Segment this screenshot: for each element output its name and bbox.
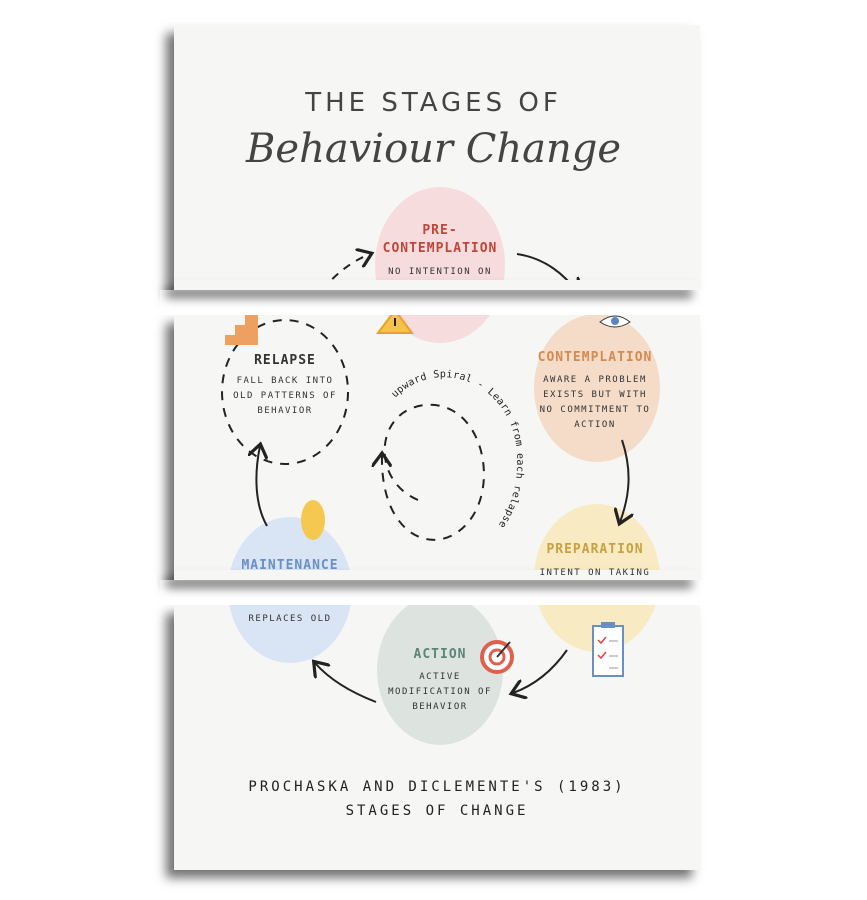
arrow-to-preparation <box>620 439 629 522</box>
text-line: EXISTS BUT WITH <box>543 390 647 400</box>
panel-gap <box>160 580 720 605</box>
panel-edge <box>174 280 700 290</box>
panel-gap <box>160 290 720 315</box>
text-line: BEHAVIOR <box>257 406 313 416</box>
clipboard-checklist-icon <box>592 622 624 677</box>
contemplation-blob <box>534 314 660 462</box>
arrow-to-maintenance <box>315 663 377 703</box>
action-blob <box>377 595 503 745</box>
maintenance-text: REPLACES OLD <box>248 614 332 624</box>
maintenance-heading: MAINTENANCE <box>241 558 339 573</box>
text-line: ACTION <box>574 420 616 430</box>
target-icon <box>480 640 514 674</box>
preparation-heading: PREPARATION <box>546 542 644 557</box>
spiral-caption: upward Spiral - Learn from each relapse <box>390 369 526 530</box>
action-heading: ACTION <box>413 647 467 662</box>
relapse-heading: RELAPSE <box>254 353 316 368</box>
action-text: ACTIVE MODIFICATION OF BEHAVIOR <box>370 670 510 715</box>
spiral-dashed-loop <box>382 403 485 541</box>
text-line: ACTIVE <box>419 672 461 682</box>
contemplation-heading: CONTEMPLATION <box>537 350 653 365</box>
footer-citation: PROCHASKA AND DICLEMENTE'S (1983) STAGES… <box>174 775 700 823</box>
contemplation-text: AWARE A PROBLEM EXISTS BUT WITH NO COMMITM… <box>530 373 660 433</box>
text-line: BEHAVIOR <box>412 702 468 712</box>
precontemplation-text: NO INTENTION ON <box>388 267 492 277</box>
footer-line1: PROCHASKA AND DICLEMENTE'S (1983) <box>248 779 626 795</box>
title-line1: THE STAGES OF <box>305 88 562 118</box>
precontemplation-heading: PRE- CONTEMPLATION <box>380 222 500 258</box>
footer-line2: STAGES OF CHANGE <box>345 803 529 819</box>
relapse-dashed-circle <box>221 319 349 465</box>
stairs-icon <box>225 315 258 345</box>
text-line: NO COMMITMENT TO <box>539 405 651 415</box>
hand-icon <box>301 500 325 540</box>
relapse-text: FALL BACK INTO OLD PATTERNS OF BEHAVIOR <box>225 374 345 419</box>
panel-edge <box>174 570 700 580</box>
heading-line: CONTEMPLATION <box>382 241 498 256</box>
warning-icon <box>376 308 414 334</box>
text-line: FALL BACK INTO <box>236 376 334 386</box>
preparation-text: INTENT ON TAKING <box>539 568 651 578</box>
text-line: MODIFICATION OF <box>388 687 492 697</box>
arrow-to-relapse <box>256 446 267 527</box>
eye-icon <box>599 315 631 328</box>
text-line: OLD PATTERNS OF <box>233 391 337 401</box>
title-line2: Behaviour Change <box>246 126 621 172</box>
arrow-to-action <box>513 649 568 693</box>
heading-line: PRE- <box>422 223 458 238</box>
text-line: AWARE A PROBLEM <box>543 375 647 385</box>
